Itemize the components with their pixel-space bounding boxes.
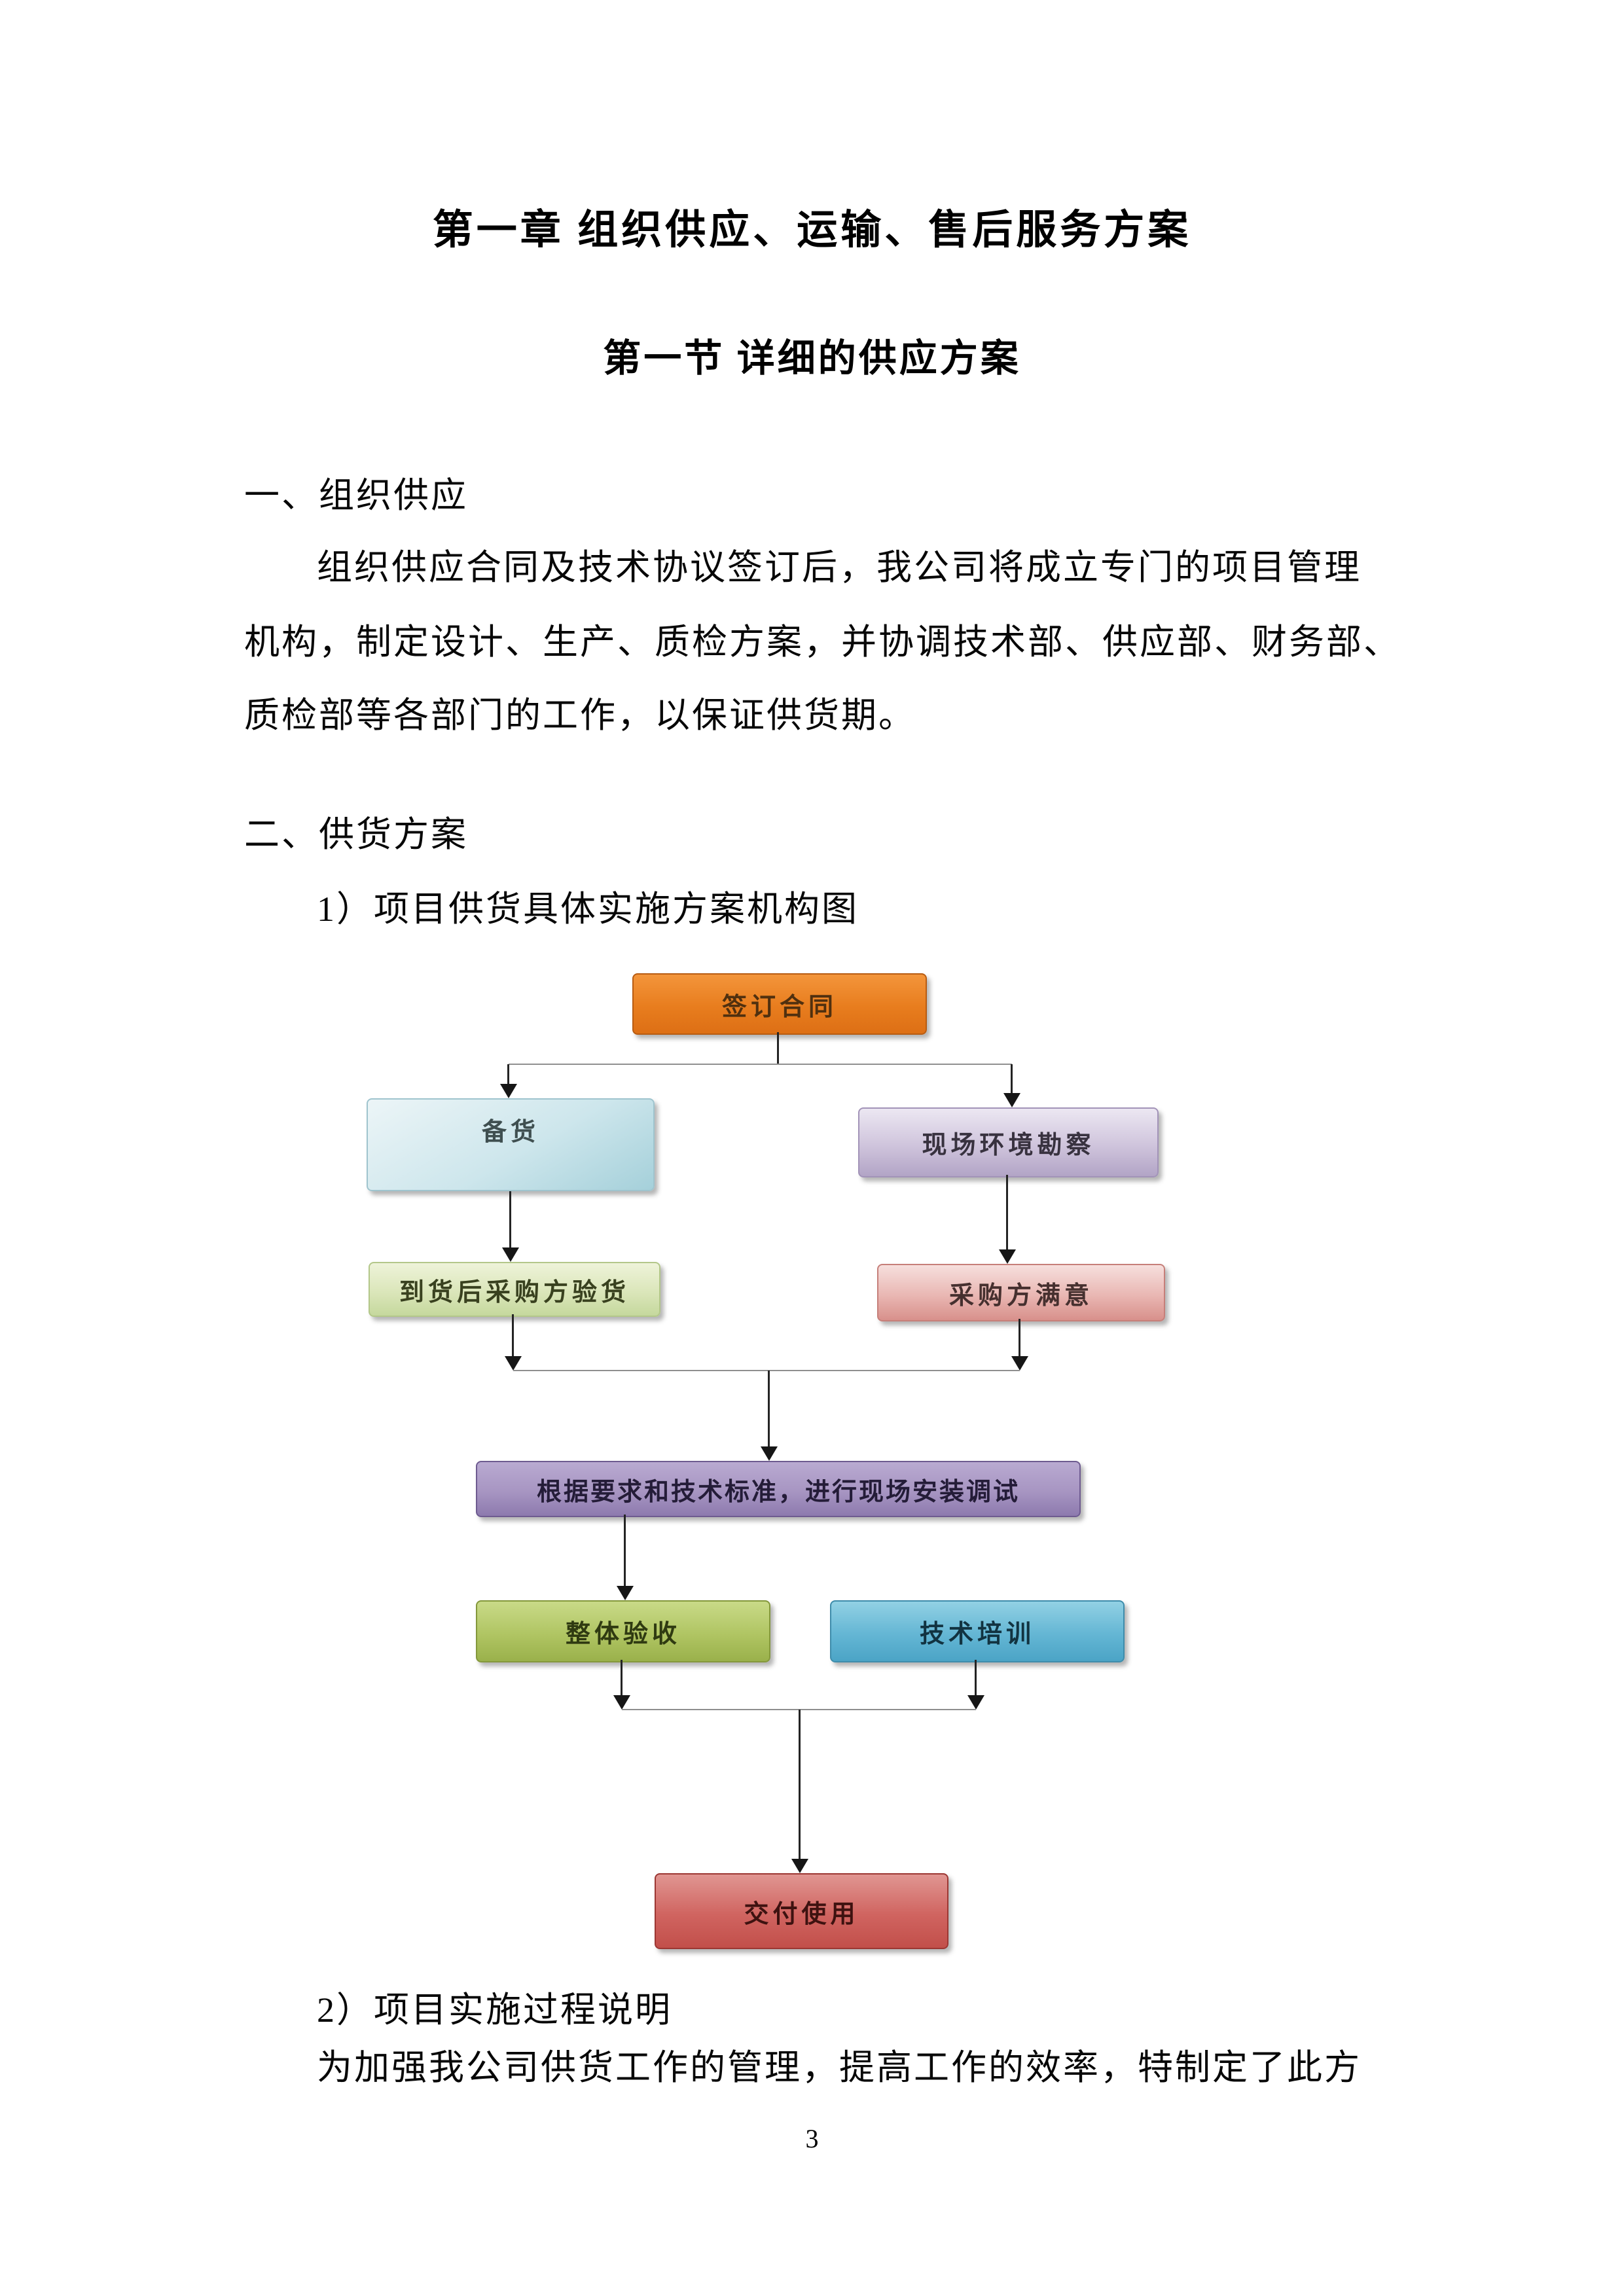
page-number: 3 — [805, 2124, 819, 2153]
connector-acceptance-down — [621, 1660, 623, 1696]
heading-organize-supply: 一、组织供应 — [244, 476, 468, 515]
flowchart-box-label: 现场环境勘察 — [922, 1132, 1095, 1159]
body-line: 组织供应合同及技术协议签订后，我公司将成立专门的项目管理 — [317, 548, 1362, 587]
connector-to-install — [768, 1371, 770, 1448]
arrow-down-icon — [999, 1249, 1016, 1264]
list-item-1: 1）项目供货具体实施方案机构图 — [317, 889, 859, 929]
arrow-down-icon — [500, 1084, 517, 1098]
chapter-title: 第一章 组织供应、运输、售后服务方案 — [432, 208, 1192, 253]
body-line: 机构，制定设计、生产、质检方案，并协调技术部、供应部、财务部、 — [244, 622, 1401, 662]
flowchart-box-label: 到货后采购方验货 — [399, 1278, 630, 1306]
flowchart-box-label: 交付使用 — [744, 1900, 859, 1928]
flowchart-box-overall-acceptance: 整体验收 — [476, 1600, 770, 1662]
connector-contract-stem — [777, 1032, 779, 1065]
arrow-down-icon — [617, 1586, 634, 1600]
flowchart-box-arrival-inspection: 到货后采购方验货 — [369, 1262, 660, 1317]
section-title: 第一节 详细的供应方案 — [603, 337, 1021, 380]
flowchart-box-delivery: 交付使用 — [655, 1873, 948, 1949]
flowchart-box-label: 采购方满意 — [948, 1282, 1093, 1310]
body-line: 为加强我公司供货工作的管理，提高工作的效率，特制定了此方 — [317, 2048, 1362, 2087]
flowchart-box-label: 签订合同 — [721, 993, 837, 1021]
heading-supply-plan: 二、供货方案 — [244, 815, 468, 854]
connector-to-delivery — [799, 1710, 801, 1860]
arrow-down-icon — [761, 1446, 778, 1461]
connector-to-stock — [507, 1064, 509, 1085]
flowchart-box-label: 根据要求和技术标准，进行现场安装调试 — [536, 1478, 1020, 1506]
flowchart-box-label: 整体验收 — [565, 1621, 681, 1648]
flowchart-box-site-survey: 现场环境勘察 — [858, 1107, 1159, 1177]
arrow-down-icon — [505, 1356, 522, 1371]
connector-merge-bar-upper — [513, 1370, 1020, 1371]
arrow-down-icon — [1011, 1356, 1028, 1371]
connector-to-survey — [1011, 1064, 1013, 1094]
flowchart-box-label: 技术培训 — [919, 1621, 1035, 1648]
connector-stock-to-inspection — [509, 1191, 511, 1249]
flowchart-box-buyer-satisfaction: 采购方满意 — [877, 1264, 1165, 1321]
flowchart-box-label: 备货 — [481, 1119, 539, 1146]
connector-training-down — [975, 1660, 977, 1696]
flowchart-box-sign-contract: 签订合同 — [632, 973, 927, 1035]
arrow-down-icon — [1003, 1093, 1020, 1107]
arrow-down-icon — [967, 1695, 984, 1710]
connector-inspection-down — [512, 1314, 514, 1357]
flowchart-box-tech-training: 技术培训 — [830, 1600, 1125, 1662]
connector-survey-to-satisfaction — [1006, 1175, 1008, 1251]
arrow-down-icon — [613, 1695, 630, 1710]
flowchart-box-stock-preparation: 备货 — [367, 1098, 655, 1191]
flowchart-box-install-debug: 根据要求和技术标准，进行现场安装调试 — [476, 1461, 1081, 1517]
connector-satisfaction-down — [1019, 1319, 1020, 1357]
body-line: 质检部等各部门的工作，以保证供货期。 — [244, 696, 916, 735]
list-item-2: 2）项目实施过程说明 — [317, 1990, 672, 2030]
connector-install-to-acceptance — [624, 1515, 626, 1587]
arrow-down-icon — [502, 1247, 519, 1262]
arrow-down-icon — [791, 1859, 808, 1873]
connector-split-bar — [509, 1064, 1012, 1065]
